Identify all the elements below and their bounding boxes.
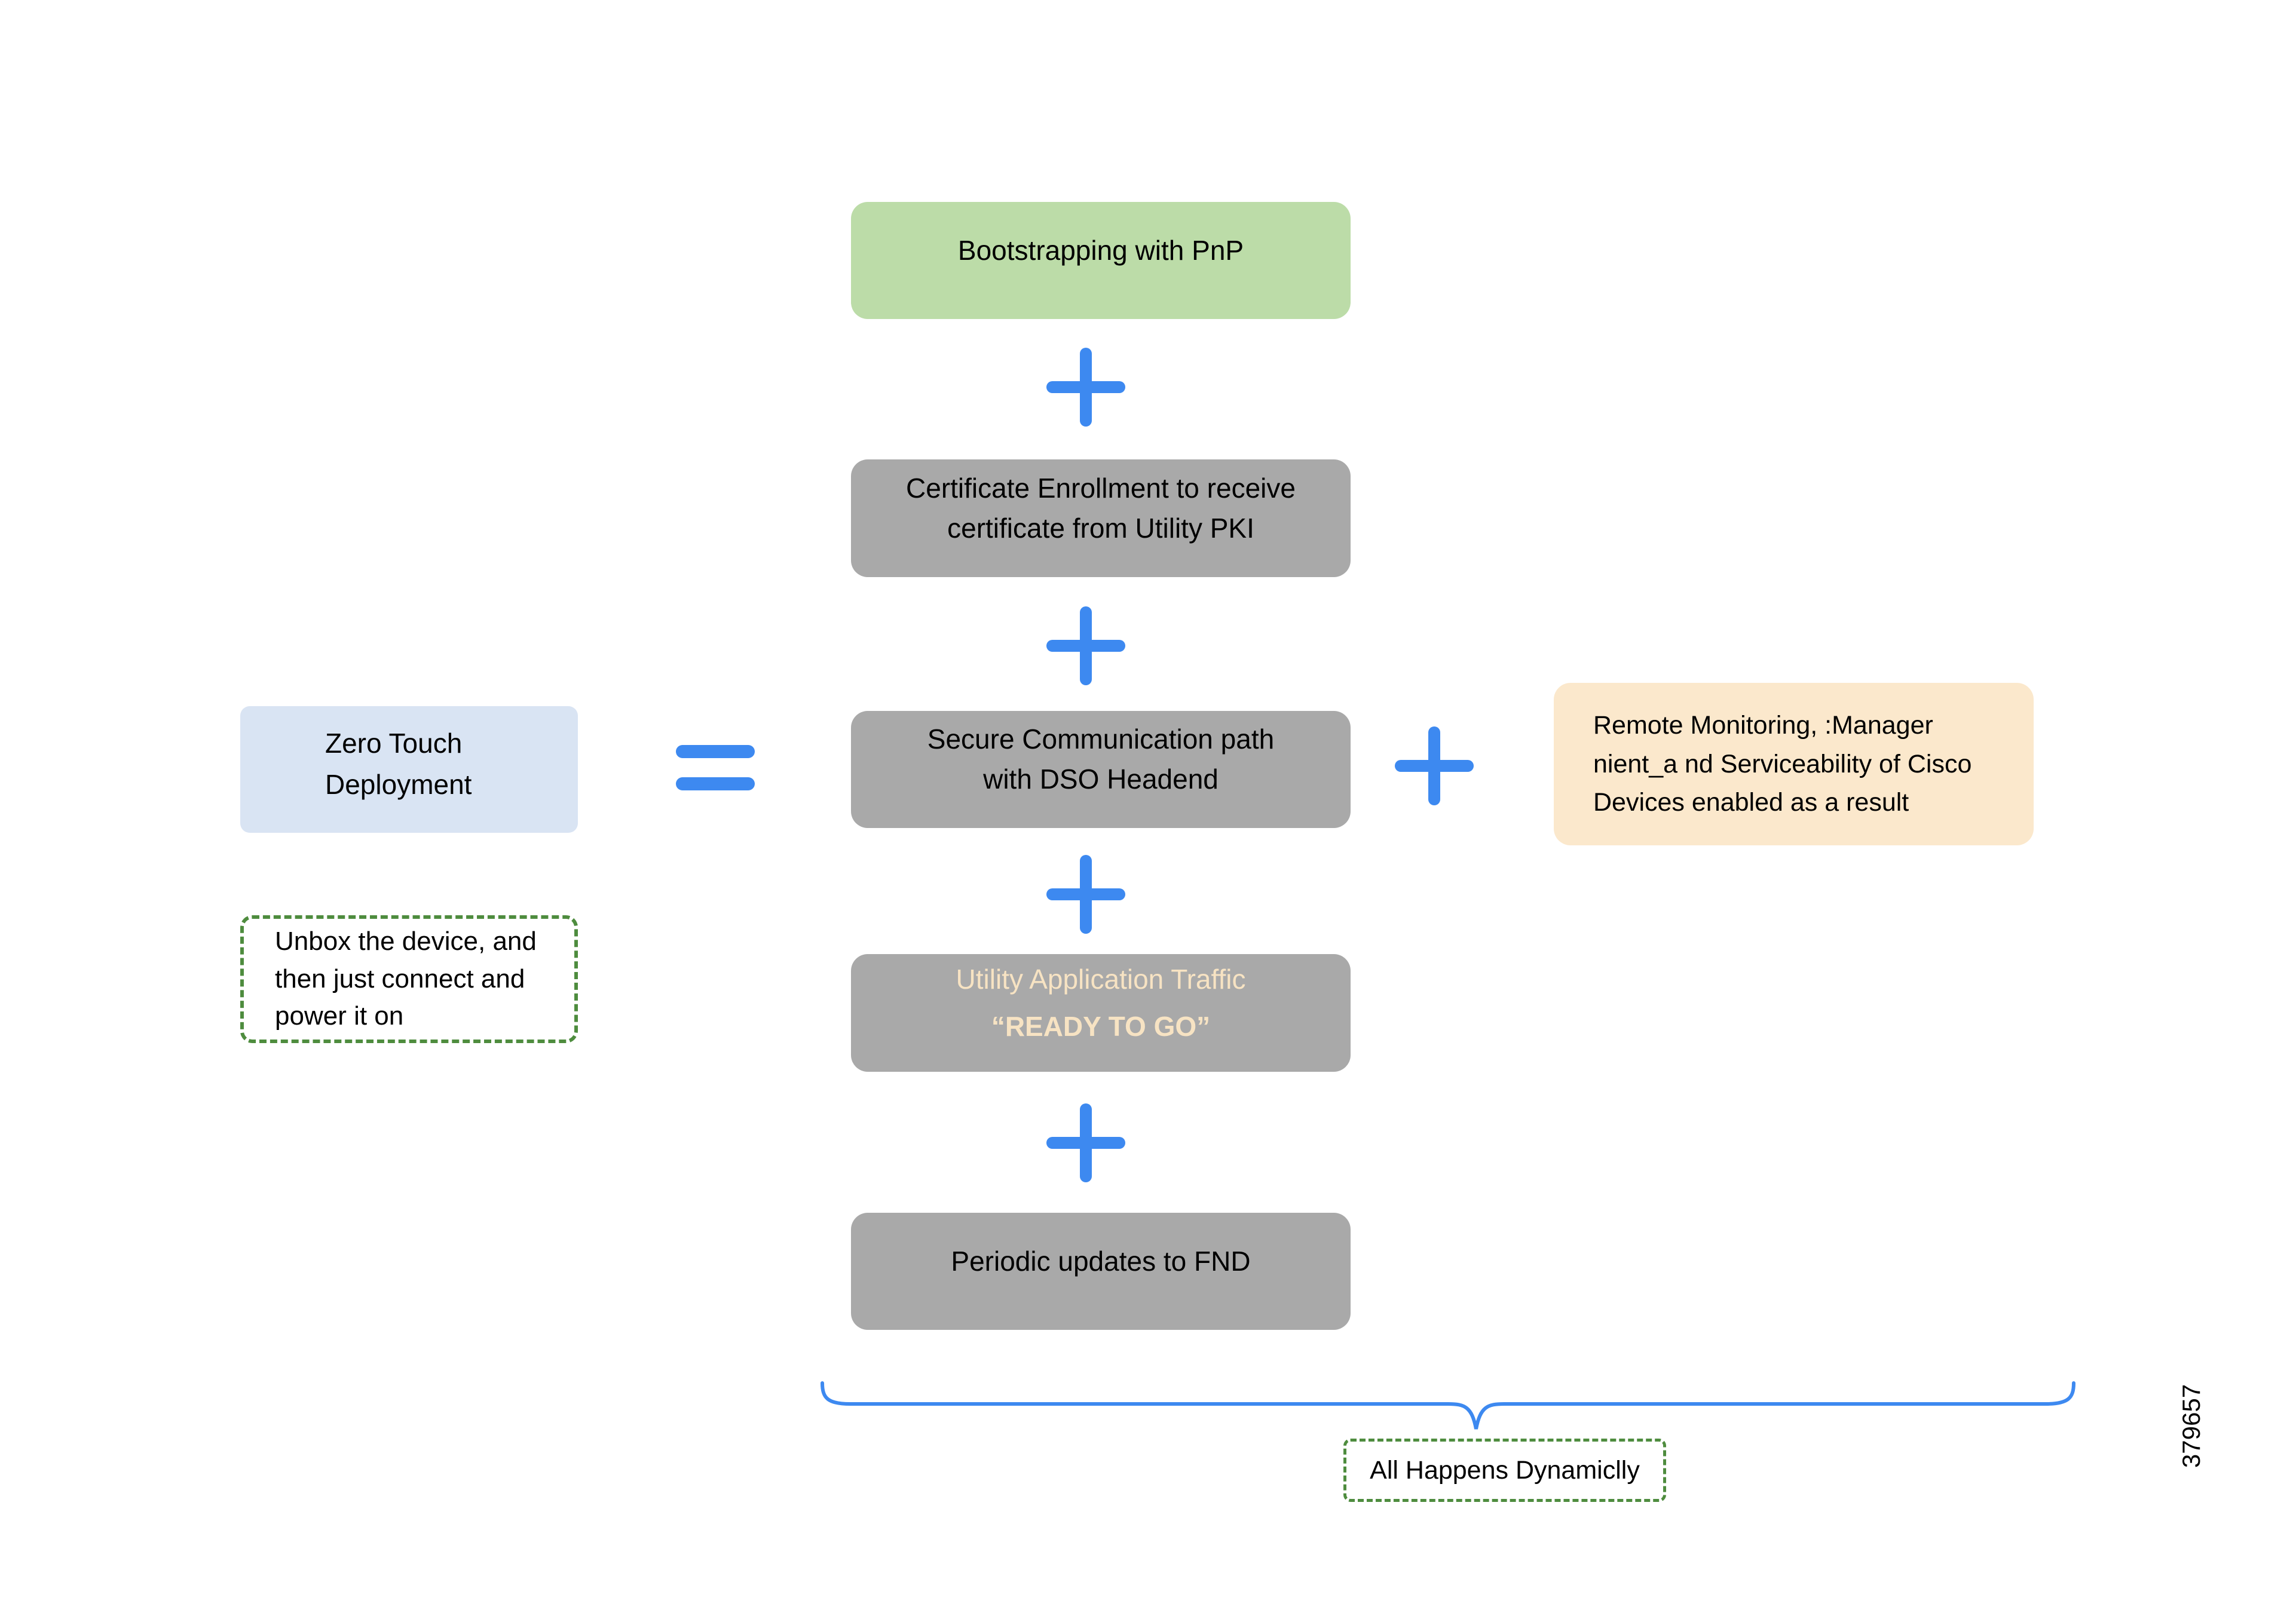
step-utility-traffic-label: Utility Application Traffic [956,963,1246,995]
brace-caption-label: All Happens Dynamiclly [1370,1455,1640,1485]
unbox-note-label: Unbox the device, and then just connect … [275,927,537,1031]
step-periodic-updates-label: Periodic updates to FND [951,1245,1251,1277]
plus-icon [1046,348,1125,427]
step-certificate-label: Certificate Enrollment to receive certif… [906,472,1296,544]
figure-number-label: 379657 [2177,1384,2205,1468]
unbox-note-box: Unbox the device, and then just connect … [240,915,578,1043]
plus-icon [1395,726,1474,805]
figure-number: 379657 [2132,1366,2251,1486]
plus-icon [1046,855,1125,934]
equals-icon [676,745,755,790]
step-secure-path-label: Secure Communication path with DSO Heade… [927,723,1275,795]
step-utility-traffic-ready-label: “READY TO GO” [991,1010,1211,1042]
plus-icon [1046,1103,1125,1182]
step-bootstrapping-label: Bootstrapping with PnP [957,234,1244,266]
outcome-label: Remote Monitoring, :Manager nient_a nd S… [1593,711,1972,817]
zero-touch-deployment-box: Zero Touch Deployment [240,706,578,833]
step-periodic-updates-box: Periodic updates to FND [851,1213,1351,1330]
outcome-box: Remote Monitoring, :Manager nient_a nd S… [1554,683,2034,845]
zero-touch-deployment-label: Zero Touch Deployment [325,728,472,800]
bottom-curly-brace-icon [821,1381,2075,1430]
step-utility-traffic-box: Utility Application Traffic “READY TO GO… [851,954,1351,1072]
step-certificate-box: Certificate Enrollment to receive certif… [851,459,1351,577]
step-bootstrapping-box: Bootstrapping with PnP [851,202,1351,319]
plus-icon [1046,606,1125,685]
brace-caption-box: All Happens Dynamiclly [1343,1439,1666,1502]
step-secure-path-box: Secure Communication path with DSO Heade… [851,711,1351,828]
